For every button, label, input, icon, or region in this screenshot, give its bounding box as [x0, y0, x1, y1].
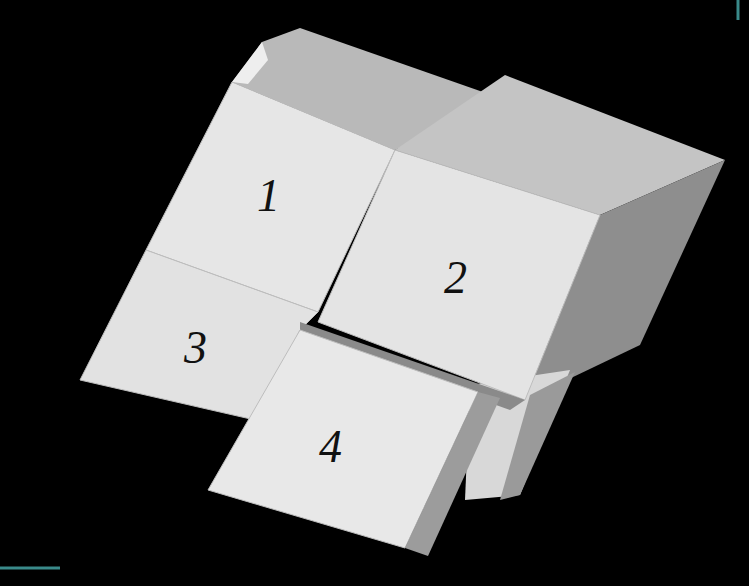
- slide-rule: [0, 567, 60, 570]
- slide-rule: [737, 0, 740, 20]
- callout-number: 4: [319, 424, 342, 470]
- block-side: [405, 392, 500, 556]
- block-edge: [232, 42, 268, 84]
- callout-number: 2: [444, 255, 467, 301]
- callout-number: 3: [184, 325, 207, 371]
- callout-number: 1: [257, 173, 280, 219]
